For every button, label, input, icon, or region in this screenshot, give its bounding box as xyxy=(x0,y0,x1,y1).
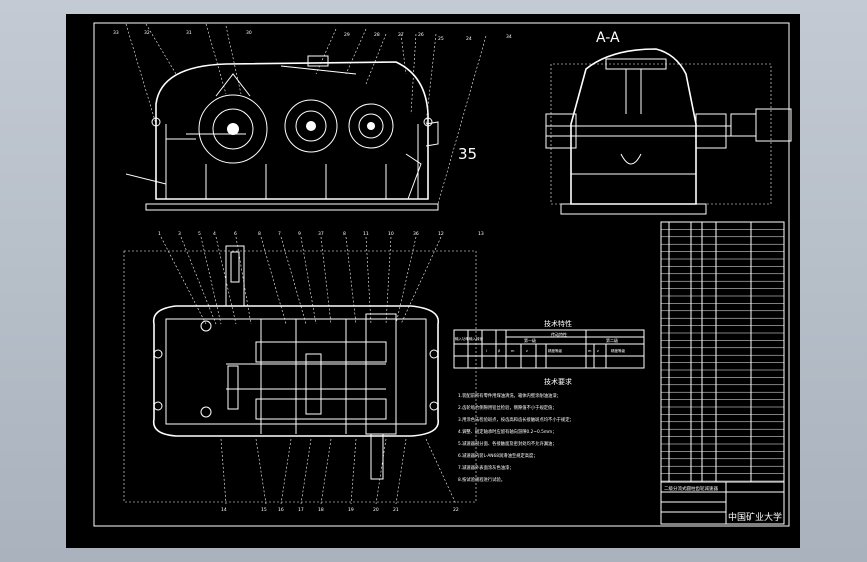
drawing-border xyxy=(93,22,790,527)
top-callout: 10 xyxy=(388,231,394,237)
tech-table-col: z xyxy=(526,349,528,353)
front-callout: 30 xyxy=(246,30,252,36)
drawing-name: 二级分流式圆柱齿轮减速器 xyxy=(664,485,718,492)
bottom-callout: 19 xyxy=(348,507,354,513)
top-callout: 8 xyxy=(343,231,346,237)
tech-table: 传动特性 第一级 第二级 输入功率 输入转速 i β m z 精度等级 m z … xyxy=(453,329,645,369)
front-view xyxy=(125,23,487,211)
front-callout: 29 xyxy=(344,32,350,38)
requirement-line: 8.按试验规程进行试验。 xyxy=(458,476,505,483)
requirement-line: 3.用涂色法检验斑点，按齿高和齿长接触斑点均不小于规定； xyxy=(458,416,574,423)
requirement-line: 5.减速器剖分面、各接触面及密封处均不允许漏油； xyxy=(458,440,557,447)
requirements-title: 技术要求 xyxy=(544,377,572,386)
tech-table-col: 精度等级 xyxy=(548,348,562,353)
front-callout: 34 xyxy=(506,34,512,40)
requirement-line: 7.减速器外表面涂灰色油漆； xyxy=(458,464,514,471)
requirement-line: 2.齿轮啮合侧隙用铅丝检验，侧隙值不小于规定值； xyxy=(458,404,557,411)
top-view-callouts: 1 3 5 4 6 8 7 9 37 8 11 10 36 12 13 xyxy=(158,231,484,237)
bottom-callout: 16 xyxy=(278,507,284,513)
front-callout: 32 xyxy=(144,30,150,36)
bottom-callout: 18 xyxy=(318,507,324,513)
tech-table-col: i xyxy=(486,349,487,353)
tech-table-col: 输入转速 xyxy=(469,336,483,341)
tech-table-stage-1: 第一级 xyxy=(524,337,536,343)
tech-table-title: 技术特性 xyxy=(544,319,572,328)
top-callout: 8 xyxy=(258,231,261,237)
bottom-callout: 22 xyxy=(453,507,459,513)
top-view xyxy=(123,236,477,505)
top-callout: 12 xyxy=(438,231,444,237)
top-callout: 9 xyxy=(298,231,301,237)
tech-table-col: 输入功率 xyxy=(455,336,469,341)
front-callout: 25 xyxy=(438,36,444,42)
bottom-callout: 21 xyxy=(393,507,399,513)
front-callout: 28 xyxy=(374,32,380,38)
tech-table-col: z xyxy=(597,349,599,353)
section-view xyxy=(545,48,792,215)
tech-table-stage-2: 第二级 xyxy=(606,337,618,343)
school-name: 中国矿业大学 xyxy=(728,511,782,523)
bottom-callouts: 14 15 16 17 18 19 20 21 22 xyxy=(221,507,459,513)
top-callout: 36 xyxy=(413,231,419,237)
cad-drawing: 33 32 31 30 29 28 27 26 25 24 34 35 A-A xyxy=(93,22,792,527)
bottom-callout: 15 xyxy=(261,507,267,513)
front-callout: 33 xyxy=(113,30,119,36)
tech-table-col: 精度等级 xyxy=(611,348,625,353)
top-callout: 4 xyxy=(213,231,216,237)
front-callout: 26 xyxy=(418,32,424,38)
tech-table-col: m xyxy=(588,349,592,353)
front-callout: 31 xyxy=(186,30,192,36)
tech-table-col: m xyxy=(511,349,515,353)
bottom-callout: 20 xyxy=(373,507,379,513)
top-callout: 11 xyxy=(363,231,369,237)
top-callout: 37 xyxy=(318,231,324,237)
requirement-line: 1.装配前所有零件用煤油清洗，箱体内壁涂耐油油漆； xyxy=(458,392,561,399)
top-callout: 3 xyxy=(178,231,181,237)
tech-table-group-header: 传动特性 xyxy=(551,331,567,337)
top-callout: 1 xyxy=(158,231,161,237)
title-block: 二级分流式圆柱齿轮减速器 中国矿业大学 xyxy=(660,481,785,525)
parts-list xyxy=(660,221,785,483)
top-callout: 7 xyxy=(278,231,281,237)
requirement-line: 6.减速器内装L-AN68润滑油至规定高度； xyxy=(458,452,538,459)
top-callout: 5 xyxy=(198,231,201,237)
callout-35: 35 xyxy=(458,145,477,163)
bottom-callout: 17 xyxy=(298,507,304,513)
tech-table-col: β xyxy=(498,349,500,353)
cad-drawing-canvas: 33 32 31 30 29 28 27 26 25 24 34 35 A-A xyxy=(66,14,800,548)
section-label: A-A xyxy=(596,30,620,46)
front-view-callouts: 33 32 31 30 29 28 27 26 25 24 34 xyxy=(113,30,512,42)
top-callout: 13 xyxy=(478,231,484,237)
bottom-callout: 14 xyxy=(221,507,227,513)
front-callout: 24 xyxy=(466,36,472,42)
requirements-list: 1.装配前所有零件用煤油清洗，箱体内壁涂耐油油漆； 2.齿轮啮合侧隙用铅丝检验，… xyxy=(458,392,574,483)
top-callout: 6 xyxy=(234,231,237,237)
requirement-line: 4.调整、固定轴承时应留有轴向游隙0.2~0.5mm； xyxy=(458,428,557,435)
parts-list-rows xyxy=(661,229,784,482)
front-callout: 27 xyxy=(398,32,404,38)
